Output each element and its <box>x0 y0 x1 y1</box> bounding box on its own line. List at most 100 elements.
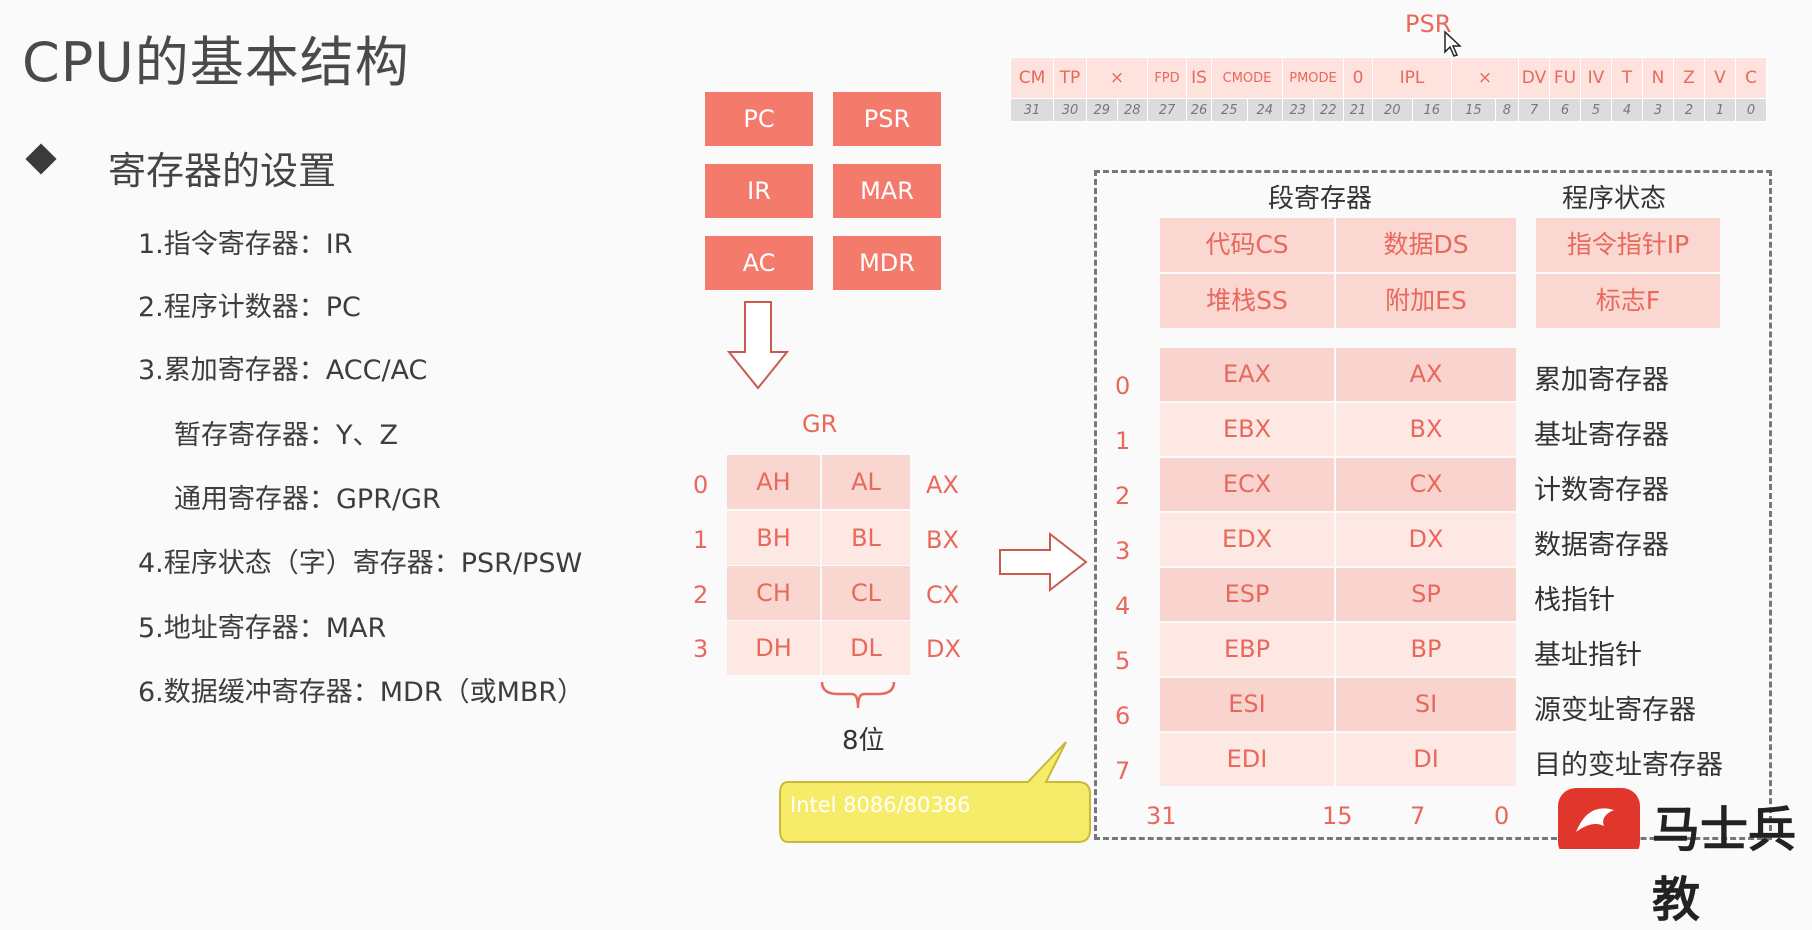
gr-name: BX <box>926 526 959 554</box>
psr-bit: 28 <box>1116 98 1148 122</box>
mouse-cursor-icon <box>1444 30 1462 57</box>
reg-cell-e: ECX <box>1160 458 1334 511</box>
list-item: 3.累加寄存器：ACC/AC <box>138 355 428 386</box>
right-arrow-icon <box>999 531 1088 593</box>
psr-bit: 24 <box>1246 98 1283 122</box>
reg-cell-e: EDI <box>1160 733 1334 786</box>
reg-cell-r: DI <box>1336 733 1516 786</box>
segment-cell: 堆栈SS <box>1160 274 1334 328</box>
diamond-bullet-icon <box>25 143 57 175</box>
bit-label: 7 <box>1410 802 1426 830</box>
bit-label: 15 <box>1322 802 1353 830</box>
list-item: 5.地址寄存器：MAR <box>138 613 387 644</box>
psr-bit: 20 <box>1372 98 1413 122</box>
gr-cell-dl: DL <box>822 621 910 675</box>
reg-cell-e: EAX <box>1160 348 1334 401</box>
gr-index: 3 <box>693 635 709 663</box>
callout-text: Intel 8086/80386 <box>790 793 971 817</box>
reg-desc: 基址指针 <box>1534 640 1642 671</box>
reg-box-ac: AC <box>705 236 813 290</box>
psr-field: FU <box>1549 57 1581 99</box>
psr-bit: 15 <box>1451 98 1496 122</box>
down-arrow-icon <box>726 301 790 390</box>
psr-bit: 5 <box>1580 98 1612 122</box>
psr-field: CMODE <box>1211 57 1283 99</box>
list-item: 2.程序计数器：PC <box>138 292 361 323</box>
reg-cell-r: AX <box>1336 348 1516 401</box>
gr-index: 0 <box>693 471 709 499</box>
reg-index: 1 <box>1115 427 1131 455</box>
reg-index: 0 <box>1115 372 1131 400</box>
psr-bit: 26 <box>1186 98 1212 122</box>
reg-box-ir: IR <box>705 164 813 218</box>
reg-index: 5 <box>1115 647 1131 675</box>
psr-bit: 27 <box>1147 98 1187 122</box>
callout-bubble-icon <box>779 741 1091 843</box>
list-item: 1.指令寄存器：IR <box>138 229 353 260</box>
gr-name: AX <box>926 471 959 499</box>
gr-cell-bh: BH <box>727 511 820 565</box>
psr-field: TP <box>1053 57 1087 99</box>
list-item: 通用寄存器：GPR/GR <box>174 484 441 515</box>
status-cell: 标志F <box>1536 274 1720 328</box>
psr-field: CM <box>1010 57 1054 99</box>
reg-cell-e: EBX <box>1160 403 1334 456</box>
psr-field: PMODE <box>1282 57 1344 99</box>
psr-field: N <box>1642 57 1674 99</box>
psr-bit: 1 <box>1704 98 1736 122</box>
reg-index: 7 <box>1115 757 1131 785</box>
psr-field: Z <box>1673 57 1705 99</box>
reg-index: 4 <box>1115 592 1131 620</box>
reg-desc: 基址寄存器 <box>1534 420 1669 451</box>
psr-field: T <box>1611 57 1643 99</box>
psr-field: DV <box>1518 57 1550 99</box>
reg-cell-r: SP <box>1336 568 1516 621</box>
logo-text: 马士兵教 <box>1652 802 1797 928</box>
reg-cell-e: EDX <box>1160 513 1334 566</box>
gr-title: GR <box>802 410 838 438</box>
gr-name: CX <box>926 581 960 609</box>
psr-bit: 22 <box>1312 98 1344 122</box>
gr-cell-cl: CL <box>822 566 910 620</box>
psr-field: IPL <box>1372 57 1452 99</box>
status-cell: 指令指针IP <box>1536 218 1720 272</box>
psr-field: IV <box>1580 57 1612 99</box>
psr-bit: 29 <box>1086 98 1118 122</box>
psr-field: × <box>1451 57 1519 99</box>
psr-bit: 2 <box>1673 98 1705 122</box>
brace-icon <box>820 681 896 709</box>
gr-cell-bl: BL <box>822 511 910 565</box>
psr-field: FPD <box>1147 57 1187 99</box>
psr-bit-table: CM TP × FPD IS CMODE PMODE 0 IPL × DV FU… <box>1010 57 1767 122</box>
reg-index: 2 <box>1115 482 1131 510</box>
reg-desc: 栈指针 <box>1534 585 1615 616</box>
bit-label: 0 <box>1494 802 1510 830</box>
reg-cell-r: SI <box>1336 678 1516 731</box>
reg-cell-e: EBP <box>1160 623 1334 676</box>
psr-bit: 23 <box>1282 98 1314 122</box>
list-item: 4.程序状态（字）寄存器：PSR/PSW <box>138 548 583 579</box>
psr-bit: 16 <box>1411 98 1452 122</box>
gr-cell-al: AL <box>822 455 910 509</box>
psr-bit: 25 <box>1211 98 1248 122</box>
reg-index: 6 <box>1115 702 1131 730</box>
psr-label: PSR <box>1405 10 1452 38</box>
reg-desc: 数据寄存器 <box>1534 530 1669 561</box>
section-heading: 寄存器的设置 <box>108 149 337 193</box>
reg-desc: 累加寄存器 <box>1534 365 1669 396</box>
status-header: 程序状态 <box>1562 184 1667 214</box>
gr-name: DX <box>926 635 961 663</box>
segment-cell: 代码CS <box>1160 218 1334 272</box>
list-item: 暂存寄存器：Y、Z <box>174 420 398 451</box>
psr-bit: 7 <box>1518 98 1550 122</box>
reg-cell-r: DX <box>1336 513 1516 566</box>
psr-field: 0 <box>1343 57 1373 99</box>
psr-field: C <box>1735 57 1767 99</box>
psr-bit: 30 <box>1053 98 1087 122</box>
psr-bit: 31 <box>1010 98 1054 122</box>
reg-cell-r: CX <box>1336 458 1516 511</box>
psr-bit: 3 <box>1642 98 1674 122</box>
reg-index: 3 <box>1115 537 1131 565</box>
reg-desc: 计数寄存器 <box>1534 475 1669 506</box>
slide-title: CPU的基本结构 <box>22 31 410 94</box>
